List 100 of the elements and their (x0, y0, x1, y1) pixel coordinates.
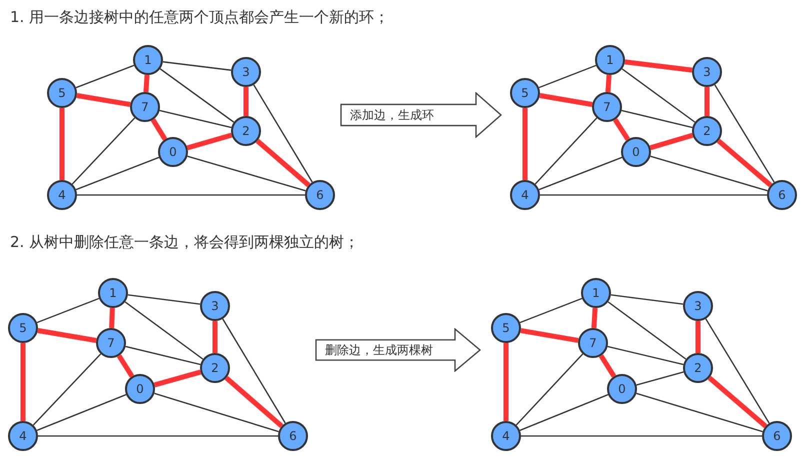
highlighted-edge (708, 376, 768, 428)
vertex-circle: 3 (692, 57, 722, 87)
vertex-circle: 4 (8, 421, 38, 451)
graph-edge (128, 294, 200, 305)
vertex-circle: 0 (125, 374, 155, 404)
graph-edge (608, 301, 686, 360)
graph-edge (76, 156, 160, 190)
highlighted-edge (613, 118, 630, 141)
vertex-circle: 0 (158, 137, 188, 167)
graph-edge (154, 392, 279, 432)
highlighted-edge (20, 343, 26, 421)
vertex-circle: 6 (278, 421, 308, 451)
vertex-circle: 3 (200, 291, 230, 321)
vertex-circle: 4 (47, 180, 77, 210)
vertex-circle: 6 (767, 180, 797, 210)
heading-text: 1. 用一条边接树中的任意两个顶点都会产生一个新的环； (10, 8, 390, 27)
highlighted-edge (605, 74, 612, 92)
highlighted-edge (522, 108, 528, 180)
graph-edge (521, 435, 762, 437)
highlighted-edge (186, 132, 232, 150)
vertex-circle: 2 (683, 353, 713, 383)
graph-edge (36, 298, 100, 324)
highlighted-edge (504, 343, 508, 421)
graph-edge (160, 68, 234, 123)
highlighted-edge (520, 328, 579, 343)
graph-edge (621, 110, 693, 128)
vertex-circle: 2 (692, 116, 722, 146)
vertex-circle: 3 (683, 291, 713, 321)
graph-edge (36, 394, 126, 432)
graph-edge (636, 371, 684, 386)
graph-edge (72, 117, 136, 185)
highlighted-edge (212, 321, 218, 353)
highlighted-edge (624, 59, 692, 73)
highlighted-edge (650, 132, 694, 150)
highlighted-edge (539, 93, 593, 107)
vertex-circle: 7 (130, 92, 160, 122)
highlighted-edge (244, 87, 248, 116)
vertex-circle: 5 (47, 78, 77, 108)
graph-edge (38, 435, 278, 437)
vertex-circle: 2 (231, 116, 261, 146)
vertex-circle: 1 (581, 278, 611, 308)
graph-edge (520, 298, 582, 324)
graph-edge (622, 68, 696, 123)
graph-edge (253, 84, 313, 182)
graph-edge (607, 346, 684, 366)
vertex-circle: 4 (491, 421, 521, 451)
graph-edge (516, 354, 584, 426)
vertex-circle: 1 (595, 45, 625, 75)
vertex-circle: 5 (8, 313, 38, 343)
highlighted-edge (76, 93, 131, 107)
graph-edge (636, 392, 763, 432)
vertex-circle: 0 (621, 137, 651, 167)
graph-edge (77, 194, 305, 196)
vertex-circle: 5 (491, 313, 521, 343)
graph-edge (124, 301, 204, 360)
vertex-circle: 6 (305, 180, 335, 210)
graph-edge (538, 64, 596, 88)
graph-edge (714, 84, 775, 183)
highlighted-edge (696, 321, 700, 353)
highlighted-edge (143, 74, 150, 92)
highlighted-edge (109, 308, 115, 328)
vertex-circle: 1 (133, 45, 163, 75)
vertex-circle: 3 (231, 57, 261, 87)
vertex-circle: 7 (578, 328, 608, 358)
graph-edge (540, 194, 767, 196)
highlighted-edge (37, 328, 97, 343)
graph-edge (125, 346, 201, 366)
highlighted-edge (60, 108, 64, 180)
graph-edge (610, 294, 684, 305)
heading-text: 2. 从树中删除任意一条边，将会得到两棵独立的树； (10, 233, 360, 252)
graph-edge (187, 156, 306, 192)
vertex-circle: 0 (607, 374, 637, 404)
highlighted-edge (154, 370, 202, 388)
highlighted-edge (716, 138, 772, 188)
graph-edge (705, 318, 770, 424)
arrow-label: 添加边，生成环 (350, 107, 434, 124)
highlighted-edge (598, 354, 616, 378)
graph-edge (32, 353, 102, 426)
vertex-circle: 7 (96, 328, 126, 358)
vertex-circle: 2 (200, 353, 230, 383)
graph-edge (76, 64, 134, 88)
graph-edge (538, 156, 622, 190)
highlighted-edge (116, 354, 134, 378)
vertex-circle: 1 (98, 278, 128, 308)
highlighted-edge (256, 138, 310, 188)
vertex-circle: 4 (510, 180, 540, 210)
highlighted-edge (704, 87, 710, 116)
graph-edge (520, 394, 608, 431)
arrow-label: 删除边，生成两棵树 (325, 342, 433, 359)
graph-edge (534, 118, 598, 184)
highlighted-edge (591, 308, 598, 328)
highlighted-edge (224, 376, 284, 428)
highlighted-edge (150, 118, 168, 141)
graph-edge (222, 318, 286, 424)
graph-edge (650, 156, 768, 192)
vertex-circle: 7 (592, 92, 622, 122)
vertex-circle: 6 (762, 421, 792, 451)
vertex-circle: 5 (510, 78, 540, 108)
graph-edge (159, 110, 232, 128)
graph-edge (162, 61, 232, 71)
